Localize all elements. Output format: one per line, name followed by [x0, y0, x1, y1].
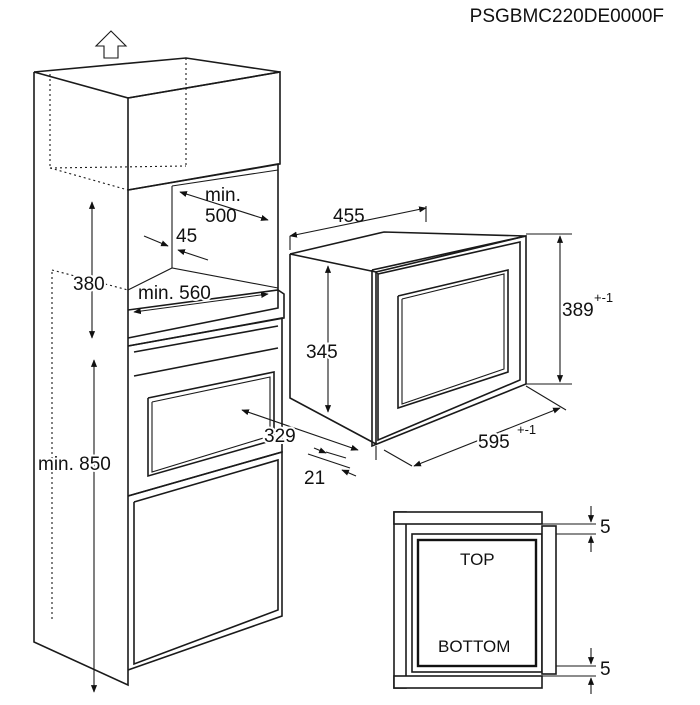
- dim-min-850-label: min. 850: [38, 454, 111, 475]
- model-code: PSGBMC220DE0000F: [470, 6, 664, 27]
- up-arrow-icon: [94, 30, 128, 59]
- dim-min-500-label-b: 500: [205, 206, 237, 227]
- cabinet-dimensions: min. 500 45 380 min. 560 min. 850: [36, 185, 269, 693]
- dim-389-tolerance: +-1: [594, 290, 613, 305]
- dim-21-label: 21: [304, 468, 325, 489]
- section-detail: 5 5 TOP BOTTOM: [393, 506, 611, 694]
- dim-455-label: 455: [333, 206, 365, 227]
- tall-cabinet: [33, 57, 285, 687]
- dim-gap-top-label: 5: [600, 517, 611, 538]
- dim-min-500-label-a: min.: [205, 185, 241, 206]
- label-top: TOP: [460, 550, 495, 569]
- microwave-appliance: [289, 231, 527, 448]
- dim-329-label: 329: [264, 426, 296, 447]
- dim-595-label: 595: [478, 432, 510, 453]
- dim-389-label: 389: [562, 300, 594, 321]
- dim-345-label: 345: [306, 342, 338, 363]
- dim-min-560-label: min. 560: [138, 283, 211, 304]
- dim-45-label: 45: [176, 226, 197, 247]
- dim-380-label: 380: [73, 274, 105, 295]
- microwave-dimensions: 455 389 +-1 345 329 21 595 +-1: [241, 206, 613, 489]
- label-bottom: BOTTOM: [438, 637, 510, 656]
- dim-595-tolerance: +-1: [517, 422, 536, 437]
- dim-gap-bottom-label: 5: [600, 659, 611, 680]
